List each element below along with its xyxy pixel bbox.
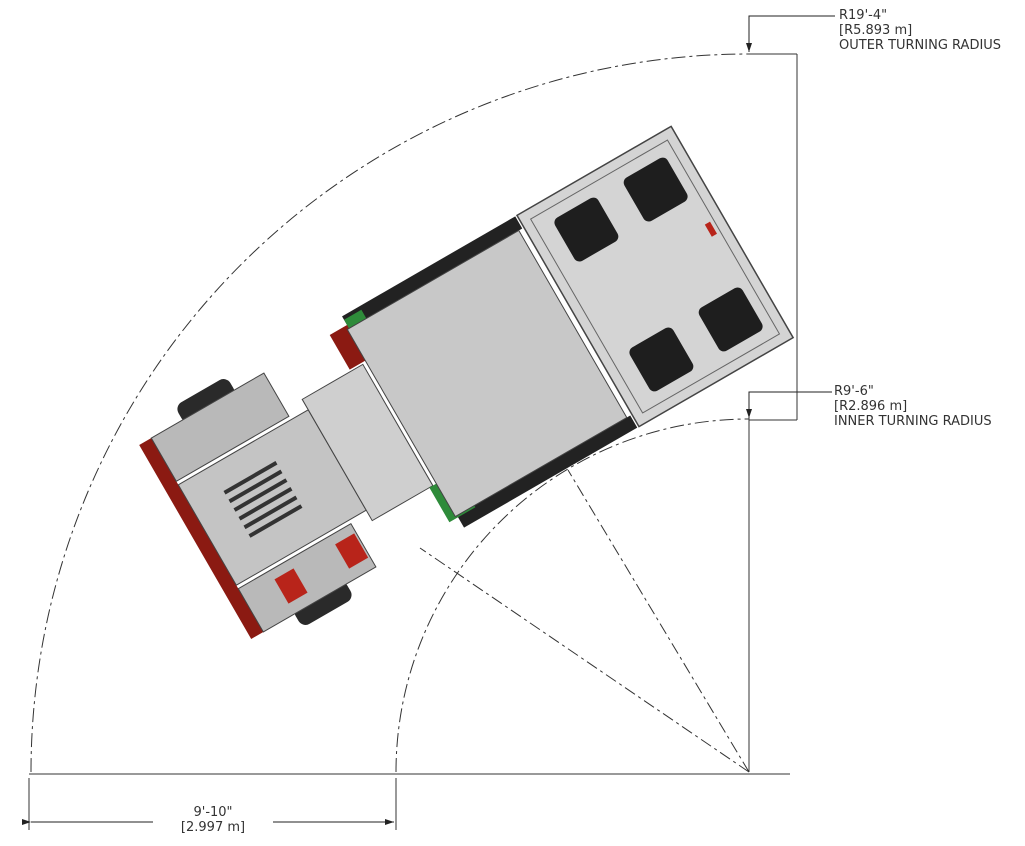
seat <box>623 157 688 222</box>
width-metric: [2.997 m] <box>180 820 246 835</box>
green-step-1 <box>344 309 367 329</box>
inner-radius-leader <box>746 391 832 418</box>
engine-cover-left <box>150 372 290 482</box>
track-right <box>457 415 638 528</box>
outer-radius-imperial: R19'-4" <box>839 8 888 23</box>
seats <box>554 157 763 392</box>
rear-frame <box>139 438 264 639</box>
width-dimension-label: 9'-10" [2.997 m] <box>153 805 273 835</box>
inner-radius-label: R9'-6" [R2.896 m] INNER TURNING RADIUS <box>834 384 992 429</box>
rear-wheel-right <box>294 581 352 625</box>
control-panel <box>301 363 434 522</box>
radial-construction-lines <box>419 469 750 773</box>
inner-radius-metric: [R2.896 m] <box>834 399 908 414</box>
seat <box>698 287 763 352</box>
outer-turning-arc <box>30 53 750 773</box>
red-box-1 <box>274 568 308 604</box>
inner-turning-arc <box>395 418 750 773</box>
seat <box>629 327 694 392</box>
inner-radius-caption: INNER TURNING RADIUS <box>834 414 992 429</box>
engine-vents <box>223 461 303 538</box>
outer-radius-caption: OUTER TURNING RADIUS <box>839 38 1002 53</box>
rear-wheel-left <box>177 379 235 423</box>
inner-radius-imperial: R9'-6" <box>834 384 874 399</box>
seat <box>554 197 619 262</box>
red-box-2 <box>335 533 369 569</box>
track-left <box>342 216 523 329</box>
main-platform <box>346 229 628 518</box>
vehicle-top-view <box>139 125 795 639</box>
outer-radius-label: R19'-4" [R5.893 m] OUTER TURNING RADIUS <box>839 8 1001 53</box>
outer-radius-leader <box>746 15 835 52</box>
width-imperial: 9'-10" <box>193 805 233 820</box>
outer-radius-metric: [R5.893 m] <box>839 23 913 38</box>
